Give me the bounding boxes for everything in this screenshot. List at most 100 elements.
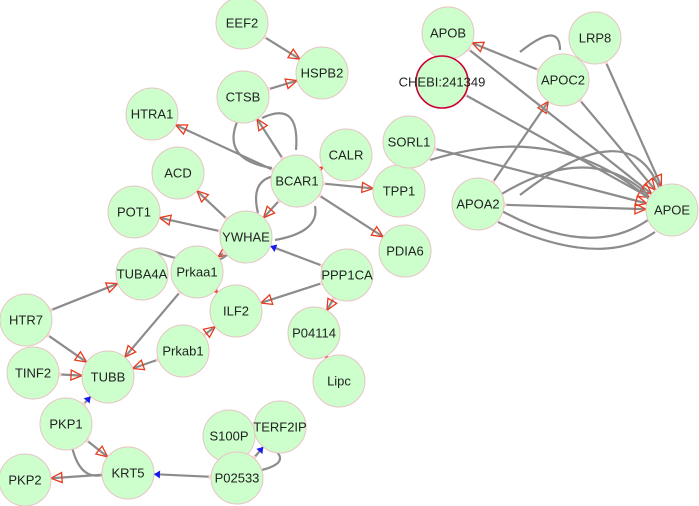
arrowhead [370,225,385,238]
node-sorl1[interactable]: SORL1 [382,115,436,169]
node-circle[interactable] [382,115,436,169]
edge-curve [499,209,649,239]
node-circle[interactable] [287,306,341,360]
node-ilf2[interactable]: ILF2 [209,284,263,338]
node-circle[interactable] [568,11,622,65]
edge-line [269,245,324,267]
edge-ppp1ca-ywhae [269,244,326,269]
node-circle[interactable] [125,87,179,141]
tee-head [270,244,278,253]
edge-apoc2-apob [470,41,542,73]
node-circle[interactable] [0,453,52,506]
arrowhead [157,214,173,227]
edge-line [503,203,647,211]
node-circle[interactable] [319,128,373,182]
edge-line [578,99,657,191]
node-circle[interactable] [645,183,699,237]
node-circle[interactable] [451,177,505,231]
edge-line [263,35,301,61]
node-circle[interactable] [170,245,224,299]
node-circle[interactable] [151,146,205,200]
node-terf2ip[interactable]: TERF2IP [253,400,307,454]
node-label: PKP2 [8,473,41,488]
node-circle[interactable] [156,324,210,378]
node-pdia6[interactable]: PDIA6 [378,224,432,278]
node-apoc2[interactable]: APOC2 [536,53,590,107]
node-htr7[interactable]: HTR7 [0,293,53,347]
edge-line [464,93,650,199]
node-p02533[interactable]: P02533 [210,451,264,505]
node-circle[interactable] [209,284,263,338]
node-label: PDIA6 [386,244,424,259]
edge-bcar1-pdia6 [316,192,385,238]
node-label: TUBB [91,370,126,385]
node-apob[interactable]: APOB [421,6,475,60]
node-prkab1[interactable]: Prkab1 [156,324,210,378]
node-label: CHEBI:241349 [399,75,486,90]
node-circle[interactable] [215,0,269,50]
node-calr[interactable]: CALR [319,128,373,182]
node-bcar1[interactable]: BCAR1 [270,154,324,208]
node-circle[interactable] [253,400,307,454]
node-circle[interactable] [6,346,60,400]
node-hspb2[interactable]: HSPB2 [295,46,349,100]
node-circle[interactable] [0,293,53,347]
edge-line [46,333,88,364]
node-pkp2[interactable]: PKP2 [0,453,52,506]
edge-line [132,358,159,370]
node-pot1[interactable]: POT1 [107,185,161,239]
node-tinf2[interactable]: TINF2 [6,346,60,400]
node-apoe[interactable]: APOE [645,183,699,237]
edge-p02533-krt5 [153,470,214,480]
node-s100p[interactable]: S100P [202,409,256,463]
node-circle[interactable] [216,70,270,124]
edge-line [491,100,550,184]
node-circle[interactable] [101,446,155,500]
node-circle[interactable] [81,350,135,404]
edge-curve [232,121,273,170]
node-lipc[interactable]: Lipc [312,354,366,408]
node-apoa2[interactable]: APOA2 [451,177,505,231]
node-circle[interactable] [378,224,432,278]
node-circle[interactable] [107,185,161,239]
node-tuba4a[interactable]: TUBA4A [115,247,169,301]
node-htra1[interactable]: HTRA1 [125,87,179,141]
tee-head [256,446,264,455]
node-lrp8[interactable]: LRP8 [568,11,622,65]
node-ppp1ca[interactable]: PPP1CA [320,248,374,302]
node-circle[interactable] [115,247,169,301]
node-circle[interactable] [536,53,590,107]
node-circle[interactable] [312,354,366,408]
node-label: APOB [430,26,466,41]
edge-curve [429,145,651,201]
node-label: S100P [209,429,248,444]
arrowhead [202,325,217,339]
node-circle[interactable] [270,154,324,208]
node-p04114[interactable]: P04114 [287,306,341,360]
node-label: YWHAE [222,230,270,245]
node-krt5[interactable]: KRT5 [101,446,155,500]
node-eef2[interactable]: EEF2 [215,0,269,50]
node-tubb[interactable]: TUBB [81,350,135,404]
edge-line [262,199,281,219]
edge-curve [519,150,662,196]
node-circle[interactable] [39,397,93,451]
node-prkaa1[interactable]: Prkaa1 [170,245,224,299]
node-label: Prkaa1 [176,265,217,280]
node-ctsb[interactable]: CTSB [216,70,270,124]
node-circle[interactable] [320,248,374,302]
node-circle[interactable] [210,451,264,505]
arrowhead [104,282,120,294]
node-label: APOA2 [456,197,499,212]
node-tpp1[interactable]: TPP1 [372,164,426,218]
node-circle[interactable] [295,46,349,100]
edge-eef2-hspb2 [261,34,302,61]
node-pkp1[interactable]: PKP1 [39,397,93,451]
node-label: CALR [329,148,364,163]
node-circle[interactable] [219,210,273,264]
node-chebi[interactable]: CHEBI:241349 [399,55,486,109]
node-ywhae[interactable]: YWHAE [219,210,273,264]
node-acd[interactable]: ACD [151,146,205,200]
node-circle[interactable] [415,55,469,109]
